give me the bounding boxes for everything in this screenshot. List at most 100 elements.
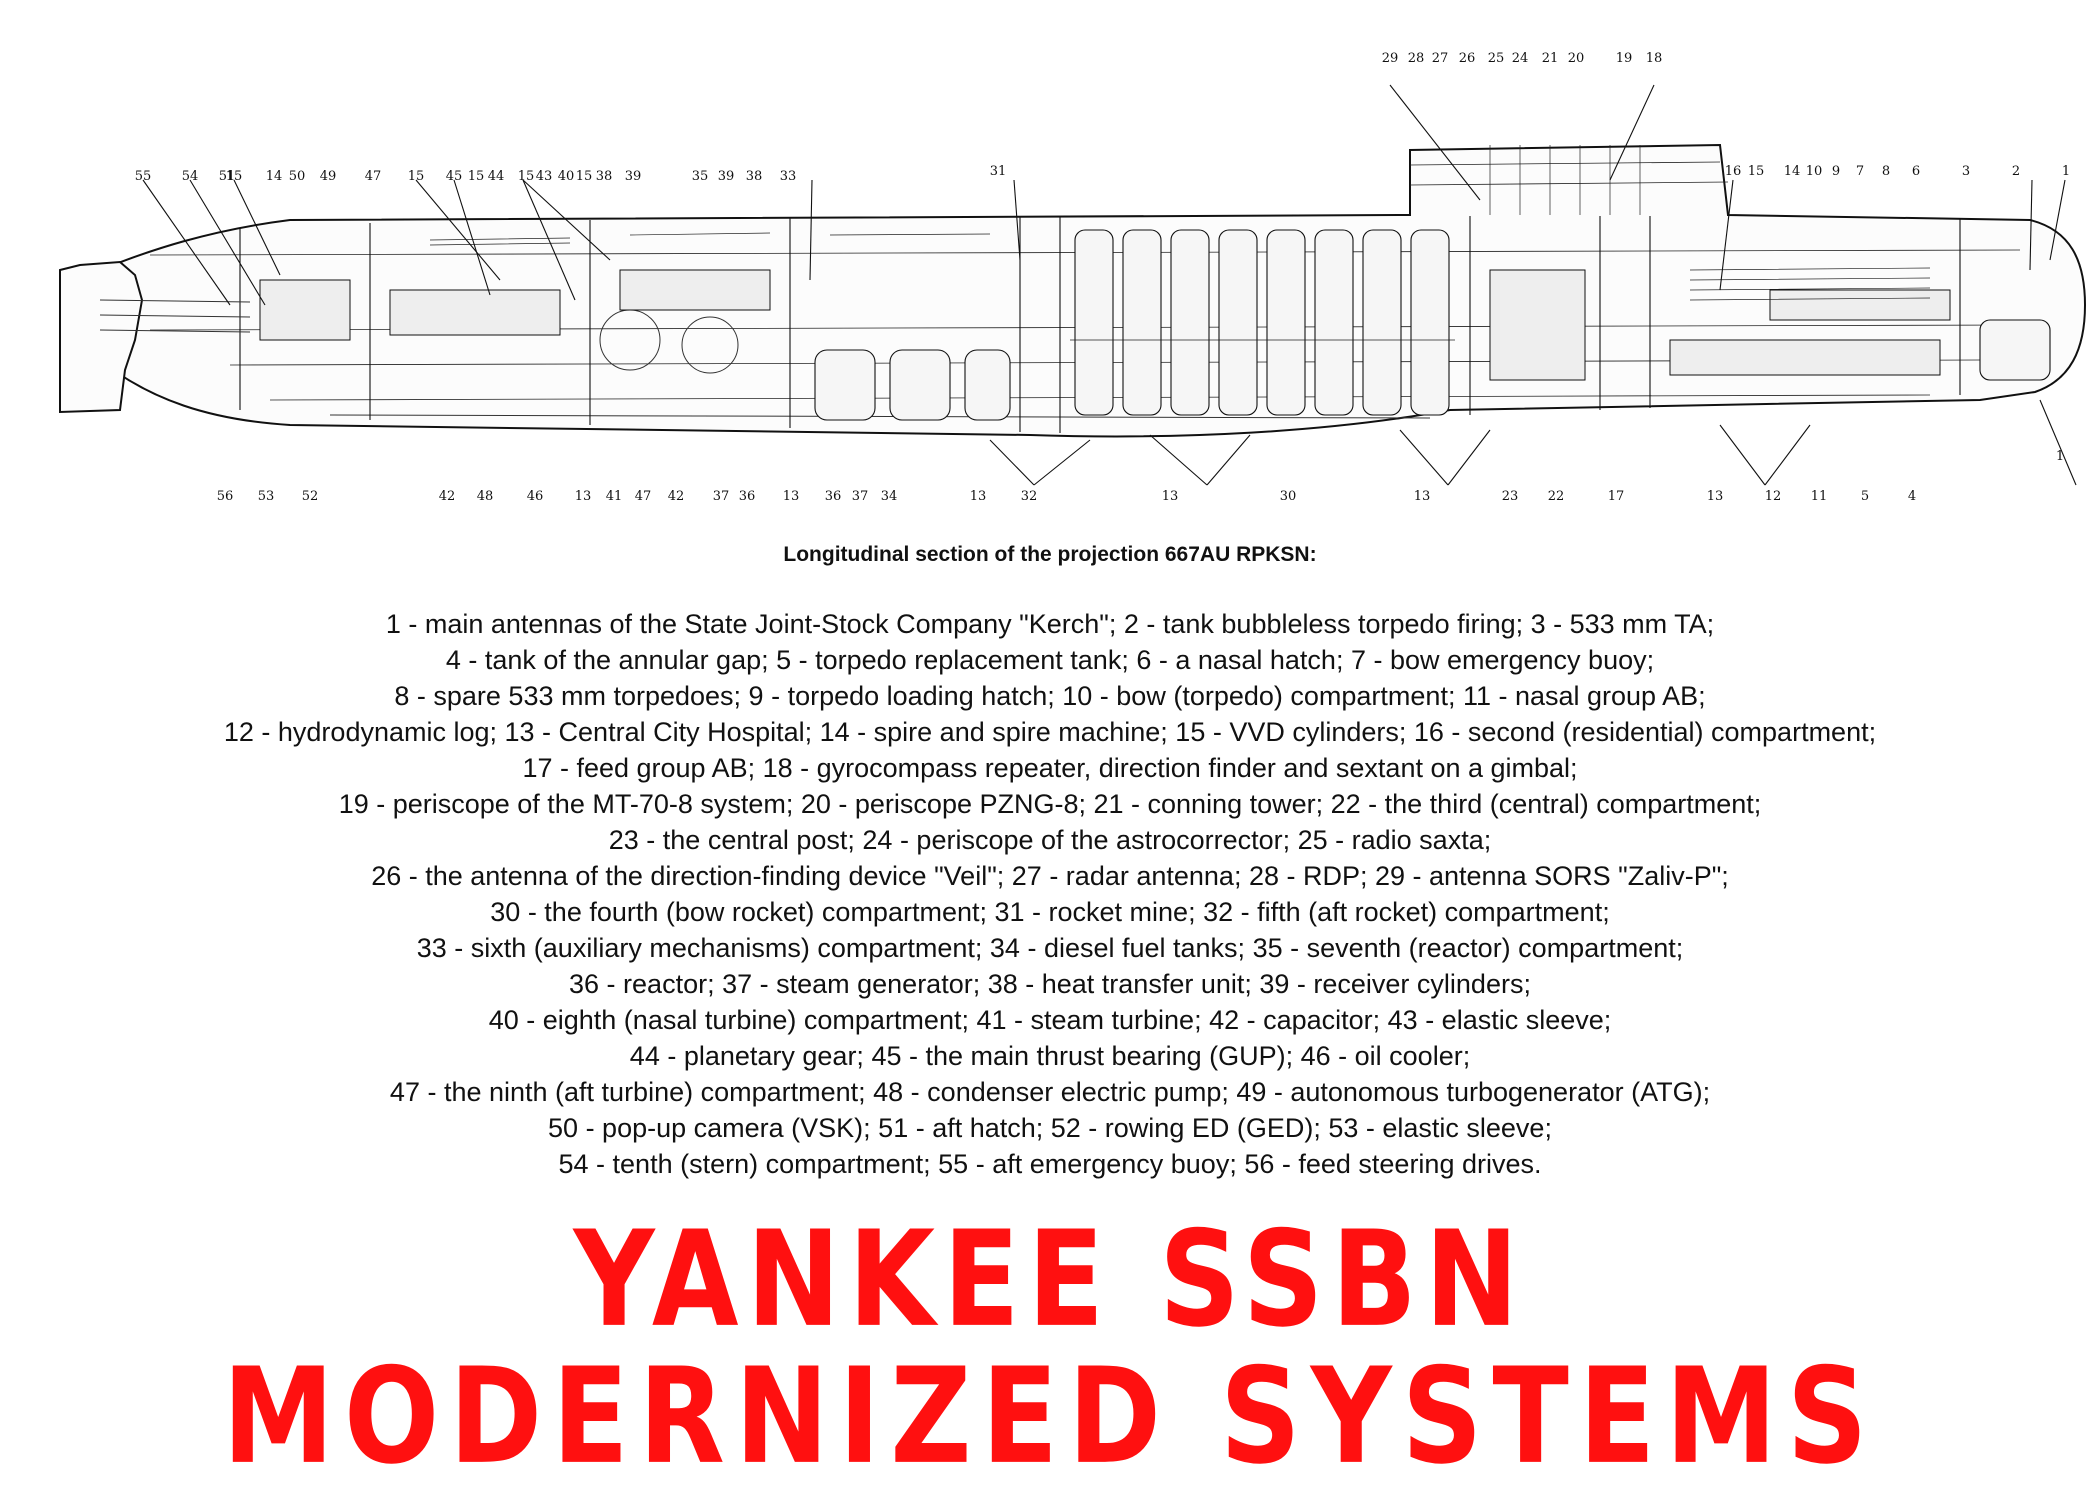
bulkheads [239,216,1961,433]
callout-label: 9 [1832,164,1840,179]
legend-line: 33 - sixth (auxiliary mechanisms) compar… [416,933,1684,963]
callout-label: 35 [692,169,709,184]
machinery [99,145,2051,421]
callout-label: 50 [289,169,306,184]
callout-label: 18 [1646,51,1663,66]
legend-line: 30 - the fourth (bow rocket) compartment… [490,897,1610,927]
callout-label: 38 [746,169,763,184]
legend-line: 50 - pop-up camera (VSK); 51 - aft hatch… [548,1113,1552,1143]
callout-label: 46 [527,489,544,504]
callout-label: 36 [825,489,842,504]
callout-label: 30 [1280,489,1297,504]
callout-label: 23 [1502,489,1519,504]
legend-line: 40 - eighth (nasal turbine) compartment;… [488,1005,1612,1035]
callout-label: 17 [1608,489,1625,504]
callout-label: 43 [536,169,553,184]
callout-label: 41 [606,489,623,504]
callout-label: 56 [217,489,234,504]
callout-label: 31 [990,164,1007,179]
callout-label: 48 [477,489,494,504]
callout-label: 32 [1021,489,1038,504]
callout-label: 13 [1162,489,1179,504]
callout-label: 39 [625,169,642,184]
callout-label: 7 [1856,164,1864,179]
leader-lines [142,84,2077,486]
callout-label: 20 [1568,51,1585,66]
legend-line: 12 - hydrodynamic log; 13 - Central City… [223,717,1877,747]
callout-label: 5 [1861,489,1869,504]
callout-label: 21 [1542,51,1559,66]
callout-label: 22 [1548,489,1565,504]
callout-label: 10 [1806,164,1823,179]
callout-label: 28 [1408,51,1425,66]
legend-line: 26 - the antenna of the direction-findin… [371,861,1729,891]
callout-label: 14 [266,169,283,184]
callout-label: 4 [1908,489,1916,504]
callout-label: 47 [365,169,382,184]
callout-label: 55 [135,169,152,184]
callout-label: 15 [1748,164,1765,179]
callout-label: 26 [1459,51,1476,66]
legend-line: 1 - main antennas of the State Joint-Sto… [385,609,1715,639]
callout-label: 8 [1882,164,1890,179]
missile-tubes [1070,229,1455,416]
legend-line: 8 - spare 533 mm torpedoes; 9 - torpedo … [394,681,1706,711]
legend-line: 4 - tank of the annular gap; 5 - torpedo… [445,645,1655,675]
callout-label: 38 [596,169,613,184]
callout-label: 47 [635,489,652,504]
callout-label: 44 [488,169,505,184]
callout-label: 15 [226,169,243,184]
callout-label: 40 [558,169,575,184]
callout-label: 3 [1962,164,1970,179]
callout-label: 42 [439,489,456,504]
callout-label: 51 [219,169,236,184]
callout-label: 15 [468,169,485,184]
callout-label: 15 [518,169,535,184]
callout-label: 33 [780,169,797,184]
callout-label: 53 [258,489,275,504]
callout-label: 6 [1912,164,1920,179]
legend: 1 - main antennas of the State Joint-Sto… [0,606,2100,1182]
callout-label: 29 [1382,51,1399,66]
callout-label: 27 [1432,51,1449,66]
callout-label: 13 [970,489,987,504]
callout-label: 12 [1765,489,1782,504]
callout-label: 45 [446,169,463,184]
callout-label: 25 [1488,51,1505,66]
callout-label: 37 [713,489,730,504]
callout-label: 24 [1512,51,1529,66]
callout-label: 37 [852,489,869,504]
callout-label: 11 [1811,489,1828,504]
callout-label: 15 [576,169,593,184]
callout-label: 13 [1414,489,1431,504]
legend-line: 36 - reactor; 37 - steam generator; 38 -… [569,969,1531,999]
callout-label: 13 [575,489,592,504]
legend-line: 47 - the ninth (aft turbine) compartment… [389,1077,1711,1107]
legend-line: 54 - tenth (stern) compartment; 55 - aft… [558,1149,1542,1179]
callout-label: 19 [1616,51,1633,66]
callout-label: 52 [302,489,319,504]
callout-label: 39 [718,169,735,184]
title-line-1: YANKEE SSBN [573,1203,1527,1357]
callout-label: 34 [881,489,898,504]
legend-line: 23 - the central post; 24 - periscope of… [608,825,1492,855]
legend-line: 44 - planetary gear; 45 - the main thrus… [629,1041,1471,1071]
callout-label: 14 [1784,164,1801,179]
callout-label: 1 [2056,449,2064,464]
diagram-caption: Longitudinal section of the projection 6… [783,543,1317,566]
callout-label: 13 [783,489,800,504]
callout-label: 13 [1707,489,1724,504]
callout-label: 16 [1725,164,1742,179]
callout-label: 2 [2012,164,2020,179]
title-line-2: MODERNIZED SYSTEMS [222,1340,1878,1494]
legend-line: 19 - periscope of the MT-70-8 system; 20… [338,789,1762,819]
callout-label: 54 [182,169,199,184]
callout-label: 36 [739,489,756,504]
callout-label: 1 [2062,164,2070,179]
callout-label: 15 [408,169,425,184]
callout-label: 49 [320,169,337,184]
legend-line: 17 - feed group AB; 18 - gyrocompass rep… [522,753,1578,783]
